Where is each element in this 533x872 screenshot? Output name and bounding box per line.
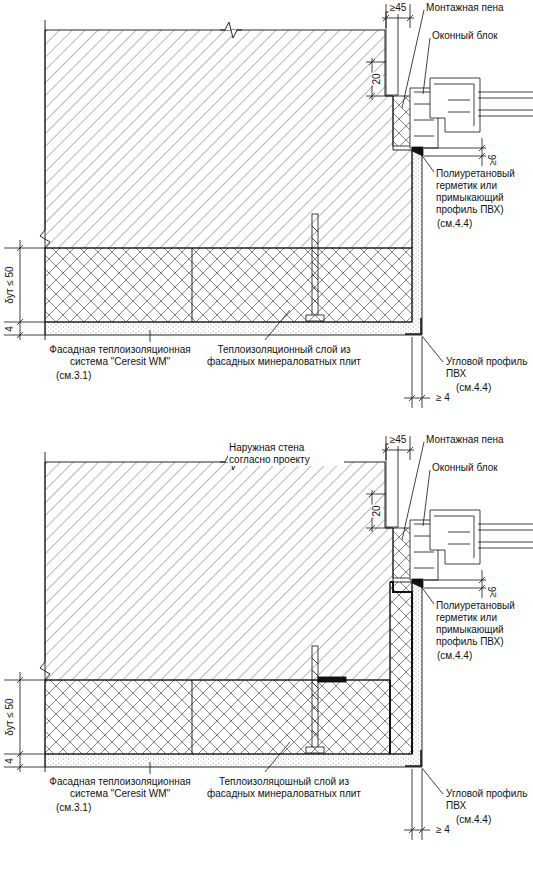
dimension: ≥ 4 [435, 824, 451, 836]
dimension: ≥45 [389, 2, 408, 14]
dimension: 4 [4, 757, 16, 765]
reference-note: (см.4.4) [455, 382, 515, 394]
part-label: Оконный блок [431, 462, 531, 474]
material-label: Монтажная пена [425, 2, 530, 14]
reference-note: (см.3.1) [55, 370, 115, 382]
material-label: Теплоизоляцошный слой из фасадных минера… [200, 776, 368, 800]
dimension: δут ≤ 50 [4, 265, 16, 304]
dimension: ≥45 [389, 434, 408, 446]
reference-note: (см.4.4) [436, 650, 496, 662]
part-label: Полиуретановый герметик или примыкающий … [435, 600, 531, 648]
dimension: 4 [4, 325, 16, 333]
dimension: 20 [371, 72, 383, 85]
part-label: Угловой профиль ПВХ [445, 788, 531, 812]
material-label: Теплоизоляционный слой из фасадных минер… [200, 344, 368, 368]
system-label: Фасадная теплоизоляционная система "Cere… [38, 776, 202, 800]
reference-note: (см.4.4) [436, 218, 496, 230]
dimension: 20 [371, 504, 383, 517]
dimension: ≥ 4 [435, 392, 451, 404]
dimension: ≥6 [487, 585, 499, 598]
dimension: ≥6 [487, 153, 499, 166]
reference-note: (см.3.1) [55, 802, 115, 814]
window-assembly [4, 4, 533, 408]
material-label: Монтажная пена [425, 434, 530, 446]
bottom-section [40, 452, 422, 772]
wall-label: Наружная стена согласно проекту [228, 442, 344, 466]
system-label: Фасадная теплоизоляционная система "Cere… [38, 344, 202, 368]
part-label: Полиуретановый герметик или примыкающий … [435, 168, 531, 216]
part-label: Угловой профиль ПВХ [445, 356, 531, 380]
dimension: δут ≤ 50 [4, 697, 16, 736]
reference-note: (см.4.4) [455, 814, 515, 826]
part-label: Оконный блок [431, 30, 531, 42]
top-section [40, 20, 422, 340]
